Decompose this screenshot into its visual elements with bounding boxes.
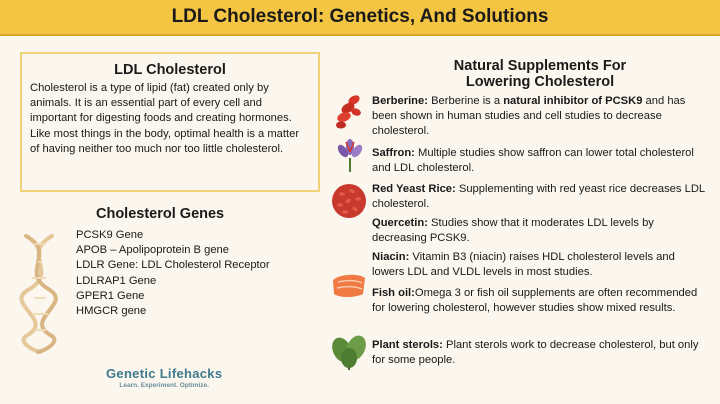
plant-leaves-icon — [332, 335, 366, 370]
supplement-saffron: Saffron: Multiple studies show saffron c… — [372, 146, 710, 176]
genes-heading: Cholesterol Genes — [96, 206, 225, 222]
gene-item: GPER1 Gene — [76, 289, 145, 302]
ldl-description: Cholesterol is a type of lipid (fat) cre… — [30, 82, 300, 155]
supplement-fish-oil: Fish oil:Omega 3 or fish oil supplements… — [372, 286, 710, 316]
berberine-berries-icon — [336, 95, 361, 129]
supplements-heading-line2: Lowering Cholesterol — [465, 74, 615, 90]
supplement-red-yeast-rice: Red Yeast Rice: Supplementing with red y… — [372, 182, 710, 212]
supplement-text: Multiple studies show saffron can lower … — [372, 147, 694, 175]
supplement-niacin: Niacin: Vitamin B3 (niacin) raises HDL c… — [372, 250, 710, 280]
brand-tagline: Learn. Experiment. Optimize. — [119, 382, 209, 389]
salmon-fillet-icon — [333, 274, 365, 297]
supplement-quercetin: Quercetin: Studies show that it moderate… — [372, 216, 710, 246]
supplement-text: and has been shown in human studies and … — [372, 95, 686, 138]
supplement-name: Berberine: — [372, 95, 428, 107]
supplement-highlight: natural inhibitor of PCSK9 — [503, 95, 643, 107]
supplement-berberine: Berberine: Berberine is a natural inhibi… — [372, 94, 710, 140]
supplement-text: Berberine is a — [427, 95, 504, 107]
supplements-heading: Natural Supplements For Lowering Cholest… — [420, 58, 660, 90]
gene-item: LDLR Gene: LDL Cholesterol Receptor — [76, 259, 270, 272]
gene-item: PCSK9 Gene — [76, 229, 144, 241]
supplement-name: Saffron: — [372, 147, 415, 159]
page-title: LDL Cholesterol: Genetics, And Solutions — [171, 6, 549, 27]
genes-list: PCSK9 Gene APOB – Apolipoprotein B gene … — [76, 228, 270, 319]
supplement-plant-sterols: Plant sterols: Plant sterols work to dec… — [372, 338, 710, 368]
supplement-text: Studies show that it moderates LDL level… — [372, 217, 654, 245]
supplement-text: Vitamin B3 (niacin) raises HDL cholester… — [372, 251, 675, 279]
supplement-name: Quercetin: — [372, 217, 428, 229]
brand-logo: Genetic Lifehacks Learn. Experiment. Opt… — [106, 366, 222, 389]
dna-helix-icon — [19, 234, 58, 354]
gene-item: HMGCR gene — [76, 305, 147, 318]
supplement-name: Niacin: — [372, 251, 410, 263]
saffron-flower-icon — [337, 139, 363, 172]
title-bar: LDL Cholesterol: Genetics, And Solutions — [0, 0, 720, 36]
supplement-name: Fish oil: — [372, 287, 415, 299]
gene-item: APOB – Apolipoprotein B gene — [76, 244, 230, 257]
ldl-heading: LDL Cholesterol — [114, 62, 226, 78]
brand-name: Genetic Lifehacks — [106, 366, 223, 381]
gene-item: LDLRAP1 Gene — [76, 274, 157, 287]
supplement-name: Plant sterols: — [372, 339, 443, 351]
supplement-text: Omega 3 or fish oil supplements are ofte… — [372, 287, 698, 315]
ldl-info-box: LDL Cholesterol Cholesterol is a type of… — [20, 52, 320, 192]
supplement-text: Plant sterols work to decrease cholester… — [372, 339, 699, 367]
red-yeast-rice-icon — [332, 184, 366, 218]
supplement-text: Supplementing with red yeast rice decrea… — [372, 183, 705, 211]
supplements-heading-line1: Natural Supplements For — [453, 58, 627, 74]
supplement-name: Red Yeast Rice: — [372, 183, 456, 195]
